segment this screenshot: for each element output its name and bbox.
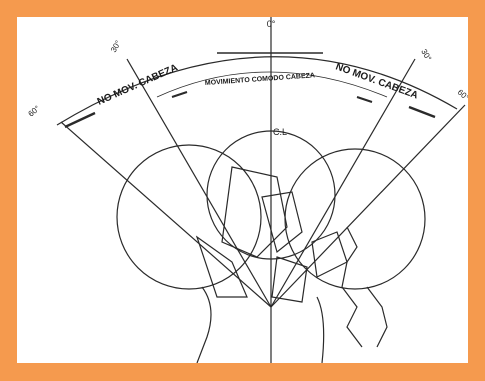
neck-right <box>317 297 324 363</box>
label-angle-right-outer: 60° <box>456 88 468 103</box>
label-top-angle: 0° <box>267 19 276 29</box>
face-construct-left <box>197 237 247 297</box>
label-angle-left-inner: 30° <box>109 39 123 54</box>
diagram-panel: 0° NO MOV. CABEZA NO MOV. CABEZA MOVIMIE… <box>17 17 468 363</box>
face-profile-right <box>342 227 362 347</box>
label-angle-right-inner: 30° <box>419 48 433 63</box>
arrow-left-outer <box>65 113 95 127</box>
arrow-right-inner <box>357 97 372 102</box>
ray-left-inner <box>127 59 271 307</box>
arrow-right-outer <box>409 107 435 117</box>
head-rotation-diagram: 0° NO MOV. CABEZA NO MOV. CABEZA MOVIMIE… <box>17 17 468 363</box>
ray-right-outer <box>271 105 465 307</box>
arrow-left-inner <box>172 92 187 97</box>
neck-left <box>197 287 211 363</box>
label-no-mov-left: NO MOV. CABEZA <box>96 62 180 107</box>
face-construct-center <box>222 167 287 257</box>
label-comfort: MOVIMIENTO COMODO CABEZA <box>205 72 316 87</box>
jaw-right <box>367 287 387 347</box>
ray-right-inner <box>271 59 415 307</box>
label-angle-left-outer: 60° <box>27 104 42 119</box>
label-center-line: C.L <box>273 127 287 137</box>
label-no-mov-right: NO MOV. CABEZA <box>334 61 419 101</box>
